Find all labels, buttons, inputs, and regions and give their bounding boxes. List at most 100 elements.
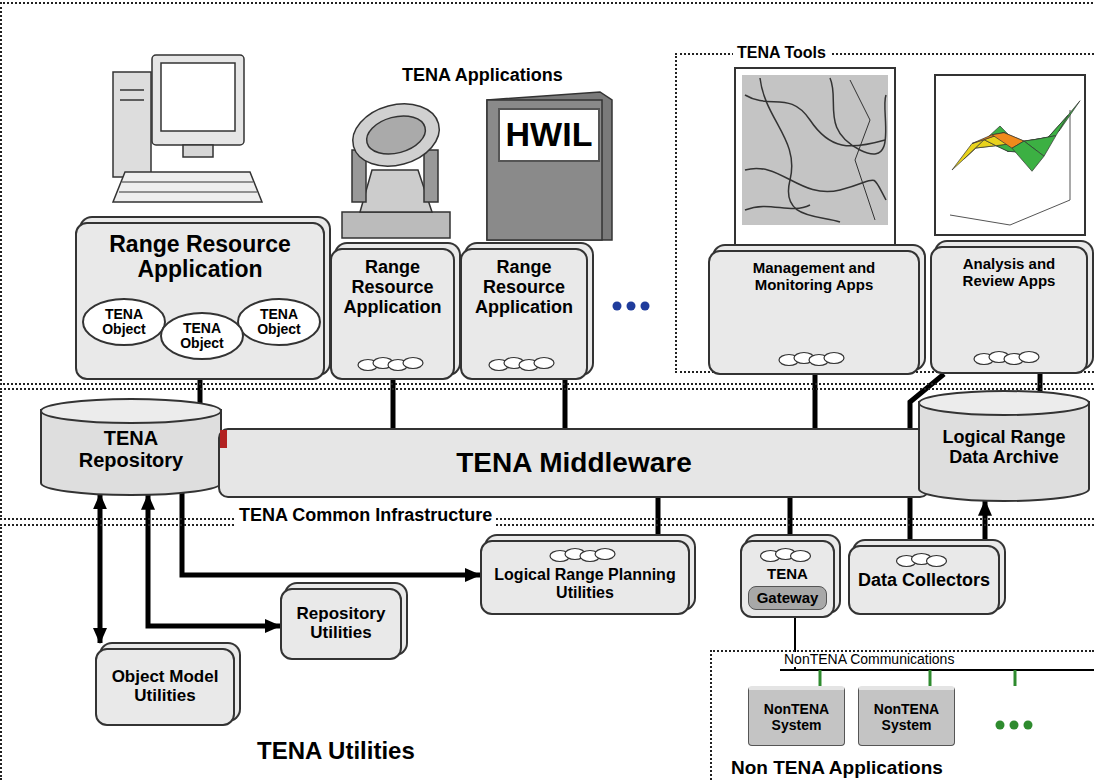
drive-slot xyxy=(120,89,144,91)
node-label: HWIL xyxy=(506,116,593,153)
node-label: TENA xyxy=(767,566,808,583)
node-label: Analysis and Review Apps xyxy=(938,256,1080,289)
process-box: Management and Monitoring Apps xyxy=(708,250,920,375)
keyboard xyxy=(113,172,262,202)
object-oval xyxy=(595,549,615,560)
object-ellipse: TENA Object xyxy=(160,312,244,360)
chart-mesh-cell xyxy=(1012,141,1044,171)
monitor-screen xyxy=(161,63,235,131)
chart-frame xyxy=(935,75,1085,235)
map-road xyxy=(760,78,840,222)
object-ellipse: TENA Object xyxy=(82,298,166,346)
node-label: NonTENA System xyxy=(863,702,950,733)
object-oval xyxy=(790,551,810,562)
process-box: Object Model Utilities xyxy=(95,648,235,726)
antenna-illustration xyxy=(342,95,450,238)
key-row xyxy=(122,182,253,183)
node-label: NonTENA System xyxy=(753,702,840,733)
node-label: Range Resource Application xyxy=(83,232,317,283)
process-box: Range Resource Application xyxy=(460,248,588,380)
node-label: TENA Object xyxy=(86,307,162,338)
region-frame: TENA ToolsManagement and Monitoring Apps… xyxy=(675,53,1094,373)
cylinder-top xyxy=(41,399,221,423)
monitor xyxy=(152,55,244,145)
object-oval xyxy=(1019,352,1039,363)
node-label: TENA Middleware xyxy=(456,448,691,479)
object-ellipse: TENA Object xyxy=(237,298,321,346)
region-title: TENA Utilities xyxy=(253,738,419,764)
object-oval xyxy=(824,353,844,364)
node-label: TENA Object xyxy=(164,321,240,352)
map-road xyxy=(745,205,810,210)
chart-axes xyxy=(950,110,1070,225)
bus-tap xyxy=(1014,670,1017,686)
chart-mesh-cell xyxy=(952,140,984,170)
node-label: Logical Range Planning Utilities xyxy=(488,566,682,601)
communications-bus xyxy=(780,669,1094,671)
dot xyxy=(1024,721,1033,730)
object-oval xyxy=(534,358,554,369)
chart-mesh-cell xyxy=(1036,115,1068,139)
nontena-network xyxy=(780,612,1094,686)
node-label: TENA Object xyxy=(241,307,317,338)
map-illustration xyxy=(735,68,895,246)
process-box: Repository Utilities xyxy=(280,588,402,660)
object-cluster xyxy=(896,552,953,568)
node-label: Management and Monitoring Apps xyxy=(716,260,912,293)
region-title: Non TENA Applications xyxy=(727,758,947,779)
process-box: Range Resource ApplicationTENA ObjectTEN… xyxy=(75,222,325,380)
system-box: NonTENA System xyxy=(748,686,845,746)
object-cluster xyxy=(488,356,560,372)
monitor-body xyxy=(487,92,612,240)
dot xyxy=(613,302,622,311)
ellipse-shape xyxy=(161,313,243,359)
bus-tap xyxy=(929,670,932,686)
more-dots xyxy=(613,302,650,311)
map-road xyxy=(850,80,875,220)
object-cluster xyxy=(778,351,850,367)
dot xyxy=(1010,721,1019,730)
database-cylinder: TENA Repository xyxy=(40,398,222,496)
object-cluster xyxy=(973,350,1045,366)
dot xyxy=(627,302,636,311)
computer-illustration xyxy=(113,55,262,202)
object-oval xyxy=(403,358,423,369)
node-label: Gateway xyxy=(748,586,827,611)
connector xyxy=(813,375,818,428)
connector xyxy=(983,501,988,545)
object-cluster xyxy=(759,547,816,563)
monitor-stand xyxy=(183,145,213,157)
dot xyxy=(641,302,650,311)
region-title: TENA Tools xyxy=(733,44,830,62)
process-box: Analysis and Review Apps xyxy=(930,246,1088,374)
object-cluster xyxy=(549,547,621,563)
antenna-dish xyxy=(346,95,447,176)
antenna-base xyxy=(342,212,450,238)
map-road xyxy=(830,78,886,154)
more-dots xyxy=(996,721,1033,730)
connector xyxy=(98,494,103,643)
chart-illustration xyxy=(935,75,1085,235)
object-cluster xyxy=(357,356,429,372)
ellipse-shape xyxy=(238,299,320,345)
middleware-bar: TENA Middleware xyxy=(218,428,930,498)
map-frame xyxy=(735,68,895,246)
node-label: Range Resource Application xyxy=(468,258,580,317)
node-label: Repository Utilities xyxy=(288,605,394,642)
process-box: Range Resource Application xyxy=(330,248,455,380)
node-label: Logical Range Data Archive xyxy=(928,428,1080,468)
computer-tower xyxy=(113,72,151,177)
region-title: TENA Common Infrastructure xyxy=(235,506,496,526)
node-label: Range Resource Application xyxy=(338,258,447,317)
cylinder-top xyxy=(919,391,1089,415)
region-frame: TENA Common InfrastructureTENA Repositor… xyxy=(0,388,1094,520)
database-cylinder: Logical Range Data Archive xyxy=(918,390,1090,502)
hwil-monitor xyxy=(487,92,612,240)
node-label: Object Model Utilities xyxy=(103,668,227,705)
ellipse-shape xyxy=(83,299,165,345)
region-title: TENA Applications xyxy=(398,66,567,86)
antenna-pedestal xyxy=(360,170,432,212)
object-oval xyxy=(927,556,947,567)
drive-slot xyxy=(120,99,144,101)
process-box: Logical Range Planning Utilities xyxy=(480,540,690,615)
